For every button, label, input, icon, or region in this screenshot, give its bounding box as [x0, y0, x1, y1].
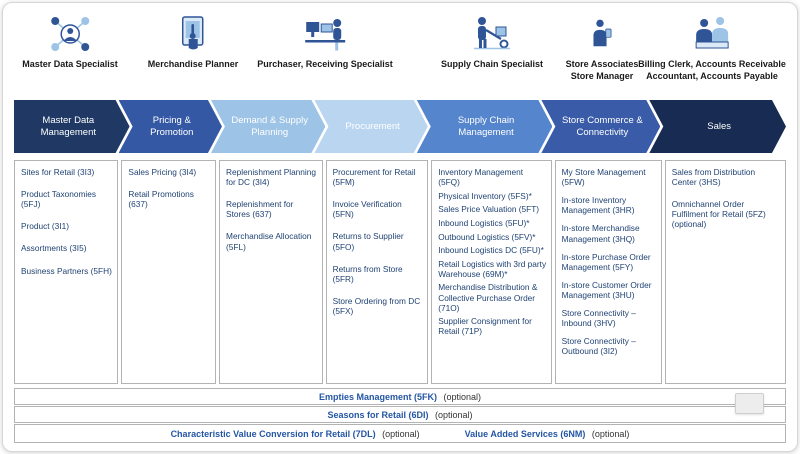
band-entry-optional: (optional) [591, 428, 630, 439]
scope-item: Physical Inventory (5FS)* [438, 190, 532, 201]
band-entry-name: Empties Management (5FK) [318, 391, 437, 402]
column-procurement: Procurement for Retail (5FM) Invoice Ver… [325, 160, 429, 384]
band-entry-optional: (optional) [382, 428, 420, 439]
scope-item: Supplier Consignment for Retail (71P) [438, 316, 532, 337]
scope-item: My Store Management (5FW) [561, 167, 646, 188]
column-master-data-management: Sites for Retail (3I3) Product Taxonomie… [14, 160, 119, 384]
scope-item: In-store Merchandise Management (3HQ) [561, 223, 640, 244]
scope-item: Assortments (3I5) [21, 243, 87, 254]
network-person-icon [50, 17, 89, 51]
scope-item: Invoice Verification (5FN) [332, 199, 402, 220]
scope-item: Inbound Logistics (5FU)* [438, 217, 530, 228]
band-entry-name: Seasons for Retail (6DI) [327, 409, 429, 420]
scope-item: Store Ordering from DC (5FX) [332, 295, 421, 316]
scope-item: Outbound Logistics (5FV)* [438, 231, 536, 242]
stage-demand-supply-planning: Demand & Supply Planning [211, 100, 325, 153]
band-entry-name: Characteristic Value Conversion for Reta… [170, 428, 376, 439]
overlay-artifact [735, 393, 764, 414]
scope-item: Returns from Store (5FR) [332, 263, 403, 284]
scope-item: Omnichannel Order Fulfilment for Retail … [671, 199, 766, 230]
persona-label: Purchaser, Receiving Specialist [257, 59, 393, 69]
column-sales: Sales from Distribution Center (3HS) Omn… [664, 160, 786, 384]
stage-store-commerce-connectivity: Store Commerce & Connectivity [541, 100, 660, 153]
persona-label: Supply Chain Specialist [440, 59, 544, 69]
band-empties-management: Empties Management (5FK) (optional) [14, 388, 786, 405]
persona-supply-chain-specialist: Supply Chain Specialist [441, 12, 543, 71]
scope-item: Store Connectivity – Inbound (3HV) [561, 308, 636, 329]
scope-item-columns: Sites for Retail (3I3) Product Taxonomie… [14, 160, 786, 384]
forklift-icon [474, 17, 510, 50]
column-pricing-promotion: Sales Pricing (3I4) Retail Promotions (6… [121, 160, 217, 384]
persona-merchandise-planner: Merchandise Planner [147, 12, 239, 71]
workstation-icon [304, 19, 345, 51]
scope-item: Store Connectivity – Outbound (3I2) [561, 336, 636, 357]
tablet-touch-icon [182, 16, 204, 50]
persona-master-data-specialist: Master Data Specialist [22, 12, 118, 71]
process-stage-bar: Master Data Management Pricing & Promoti… [14, 100, 786, 153]
band-entry: Characteristic Value Conversion for Reta… [171, 429, 420, 439]
scope-item: Product (3I1) [21, 221, 69, 232]
band-entry: Empties Management (5FK) (optional) [319, 392, 481, 402]
scope-item: Business Partners (5FH) [21, 265, 112, 276]
scope-item: Retail Promotions (637) [128, 189, 194, 210]
scope-item: Merchandise Distribution & Collective Pu… [438, 282, 538, 313]
mobile-user-icon [593, 19, 612, 47]
scope-item: In-store Inventory Management (3HR) [561, 195, 635, 216]
scope-item: Product Taxonomies (5FJ) [21, 189, 97, 210]
band-entry: Seasons for Retail (6DI) (optional) [327, 410, 472, 420]
stage-pricing-promotion: Pricing & Promotion [119, 100, 222, 153]
scope-item: Retail Logistics with 3rd party Warehous… [438, 258, 547, 279]
persona-label: Master Data Specialist [22, 59, 118, 69]
column-store-commerce-connectivity: My Store Management (5FW) In-store Inven… [554, 160, 662, 384]
band-entry-name: Value Added Services (6NM) [464, 428, 586, 439]
scope-item: Sales from Distribution Center (3HS) [671, 167, 756, 188]
scope-item: Replenishment Planning for DC (3I4) [226, 167, 316, 188]
stage-master-data-management: Master Data Management [14, 100, 130, 153]
personas-row: Master Data Specialist Merchandise Plann… [0, 8, 800, 100]
stage-supply-chain-management: Supply Chain Management [417, 100, 553, 153]
scope-item: Procurement for Retail (5FM) [332, 167, 416, 188]
scope-item: Returns to Supplier (5FO) [332, 231, 404, 252]
scope-item: Inventory Management (5FQ) [438, 167, 524, 188]
stage-procurement: Procurement [314, 100, 427, 153]
stage-sales: Sales [649, 100, 786, 153]
scope-item: Sites for Retail (3I3) [21, 167, 95, 177]
billing-team-icon [695, 17, 729, 49]
column-supply-chain-management: Inventory Management (5FQ) Physical Inve… [431, 160, 552, 384]
scope-item: Sales Pricing (3I4) [128, 167, 197, 177]
scope-item: Inbound Logistics DC (5FU)* [438, 245, 544, 256]
band-value-conversion-services: Characteristic Value Conversion for Reta… [14, 424, 786, 443]
scope-item: In-store Customer Order Management (3HU) [561, 279, 652, 300]
persona-purchaser-receiving-specialist: Purchaser, Receiving Specialist [257, 12, 393, 71]
band-entry-optional: (optional) [435, 409, 473, 420]
band-entry-optional: (optional) [443, 391, 482, 402]
scope-item: In-store Purchase Order Management (5FY) [561, 251, 651, 272]
persona-label: Merchandise Planner [147, 59, 239, 69]
scope-item: Sales Price Valuation (5FT) [438, 204, 540, 215]
scope-item: Replenishment for Stores (637) [226, 199, 294, 220]
scope-item: Merchandise Allocation (5FL) [226, 231, 312, 252]
band-seasons-for-retail: Seasons for Retail (6DI) (optional) [14, 406, 786, 423]
column-demand-supply-planning: Replenishment Planning for DC (3I4) Repl… [219, 160, 323, 384]
band-entry: Value Added Services (6NM) (optional) [465, 429, 630, 439]
